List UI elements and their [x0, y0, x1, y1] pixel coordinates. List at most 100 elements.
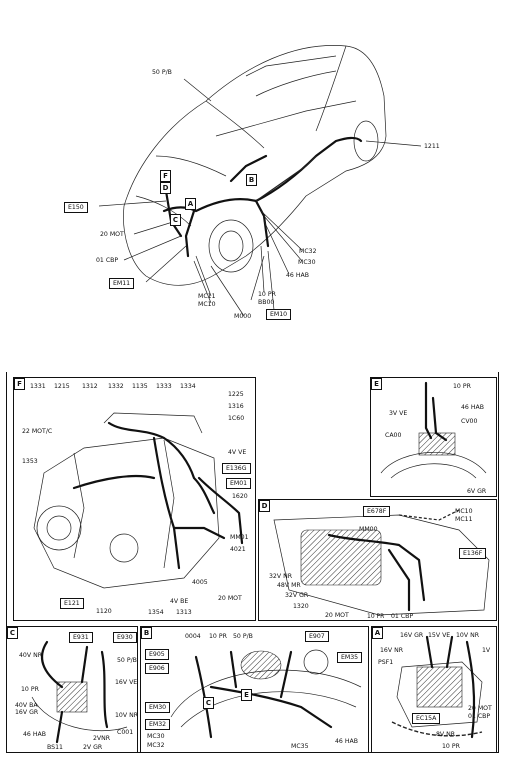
car-label-20mot: 20 MOT	[100, 231, 124, 238]
f-label-1333: 1333	[156, 383, 172, 390]
f-label-e136g: E136G	[222, 463, 251, 474]
c-label-40vnr: 40V NR	[19, 652, 43, 659]
c-label-c001: C001	[117, 729, 134, 736]
d-label-32vgr: 32V GR	[285, 592, 309, 599]
a-label-8vnr: 8V NR	[436, 731, 456, 738]
f-label-e121: E121	[60, 598, 84, 609]
e-label-6vgr: 6V GR	[467, 488, 487, 495]
car-label-mc10: MC10	[198, 301, 216, 308]
car-tag-b: B	[246, 174, 257, 186]
f-label-1331: 1331	[30, 383, 46, 390]
panel-e: E 10 PR 3V VE 46 HAB CV00 CA00 6V GR	[370, 377, 497, 497]
panel-b: B 0004 10 PR 50 P/B E907 E905 E906 EM35 …	[140, 626, 369, 753]
car-label-em11: EM11	[109, 278, 135, 289]
d-label-32vnr: 32V NR	[269, 573, 293, 580]
f-label-1316: 1316	[228, 403, 244, 410]
f-label-4005: 4005	[192, 579, 208, 586]
f-label-1332: 1332	[108, 383, 124, 390]
car-label-mc32: MC32	[299, 248, 317, 255]
car-tag-c: C	[170, 214, 181, 226]
a-label-10vnr: 10V NR	[456, 632, 480, 639]
d-label-e678f: E678F	[363, 506, 391, 517]
b-label-10pr: 10 PR	[209, 633, 227, 640]
e-label-ca00: CA00	[385, 432, 402, 439]
engine-drawing	[33, 412, 244, 589]
panel-b-drawing	[170, 649, 362, 739]
f-label-em01: EM01	[226, 478, 252, 489]
c-label-bs11: BS11	[47, 744, 63, 751]
d-label-mc11: MC11	[455, 516, 473, 523]
c-label-2vnr: 2VNR	[93, 735, 111, 742]
b-label-50pb: 50 P/B	[233, 633, 253, 640]
f-label-1334: 1334	[180, 383, 196, 390]
a-label-1v: 1V	[482, 647, 491, 654]
b-label-e906: E906	[145, 663, 169, 674]
e-label-cv00: CV00	[461, 418, 478, 425]
a-label-20mot: 20 MOT	[468, 705, 492, 712]
e-label-10pr: 10 PR	[453, 383, 471, 390]
f-label-1c60: 1C60	[228, 415, 245, 422]
a-label-16vgr: 16V GR	[400, 632, 424, 639]
car-label-bb00: BB00	[258, 299, 275, 306]
c-label-e931: E931	[69, 632, 93, 643]
b-label-46hab: 46 HAB	[335, 738, 358, 745]
panel-e-drawing	[380, 381, 487, 479]
f-label-1215: 1215	[54, 383, 70, 390]
a-label-10pr: 10 PR	[442, 743, 460, 750]
a-label-ec15a: EC15A	[412, 713, 441, 724]
f-label-1620: 1620	[232, 493, 248, 500]
car-label-mc30: MC30	[298, 259, 316, 266]
b-label-mc30: MC30	[147, 733, 165, 740]
b-label-mc35: MC35	[291, 743, 309, 750]
d-label-e136f: E136F	[459, 548, 487, 559]
car-label-46hab: 46 HAB	[286, 272, 309, 279]
c-label-10vnr: 10V NR	[115, 712, 139, 719]
f-label-1135: 1135	[132, 383, 148, 390]
f-label-1120: 1120	[96, 608, 112, 615]
b-label-em32: EM32	[145, 719, 171, 730]
e-label-46hab: 46 HAB	[461, 404, 484, 411]
a-label-psf1: PSF1	[378, 659, 394, 666]
f-label-1313: 1313	[176, 609, 192, 616]
c-label-16vve: 16V VE	[115, 679, 138, 686]
car-label-em10: EM10	[266, 309, 292, 320]
panel-f-tag: F	[14, 378, 25, 390]
c-label-40vba: 40V BA	[15, 702, 38, 709]
panel-c-tag: C	[7, 627, 18, 639]
car-tag-f: F	[160, 170, 171, 182]
c-label-10pr: 10 PR	[21, 686, 39, 693]
panel-e-tag: E	[371, 378, 382, 390]
c-label-16vgr: 16V GR	[15, 709, 39, 716]
f-label-1354: 1354	[148, 609, 164, 616]
panel-b-tag: B	[141, 627, 152, 639]
car-label-01cbp: 01 CBP	[96, 257, 119, 264]
b-label-0004: 0004	[185, 633, 201, 640]
d-label-48vmr: 48V MR	[277, 582, 301, 589]
car-label-50pb: 50 P/B	[152, 69, 172, 76]
panel-c: C E931 E930 40V NR 50 P/B 16V VE 10 PR 4…	[6, 626, 138, 753]
f-label-1312: 1312	[82, 383, 98, 390]
c-label-e930: E930	[113, 632, 137, 643]
a-label-01cbp: 01 CBP	[468, 713, 491, 720]
c-label-46hab: 46 HAB	[23, 731, 46, 738]
b-label-mc32: MC32	[147, 742, 165, 749]
car-tag-a: A	[185, 198, 196, 210]
d-label-10pr: 10 PR	[367, 613, 385, 620]
b-label-e907: E907	[305, 631, 329, 642]
a-label-16vnr: 16V NR	[380, 647, 404, 654]
b-label-e905: E905	[145, 649, 169, 660]
car-label-e150: E150	[64, 202, 88, 213]
c-label-50pb: 50 P/B	[117, 657, 137, 664]
panel-d: D E678F MC10 MC11 MM00 E136F 32V NR 48V …	[258, 499, 497, 621]
panel-c-drawing	[31, 640, 128, 744]
car-label-m000: M000	[234, 313, 252, 320]
car-label-1211: 1211	[424, 143, 440, 150]
car-label-10pr: 10 PR	[258, 291, 276, 298]
d-label-mc10: MC10	[455, 508, 473, 515]
panel-a: A 16V GR 15V VE 10V NR 16V NR 1V PSF1 20…	[371, 626, 497, 753]
d-label-01cbp: 01 CBP	[391, 613, 414, 620]
a-label-15vve: 15V VE	[428, 632, 451, 639]
f-label-20mot: 20 MOT	[218, 595, 242, 602]
b-label-em35: EM35	[337, 652, 363, 663]
c-label-2vgr: 2V GR	[83, 744, 103, 751]
